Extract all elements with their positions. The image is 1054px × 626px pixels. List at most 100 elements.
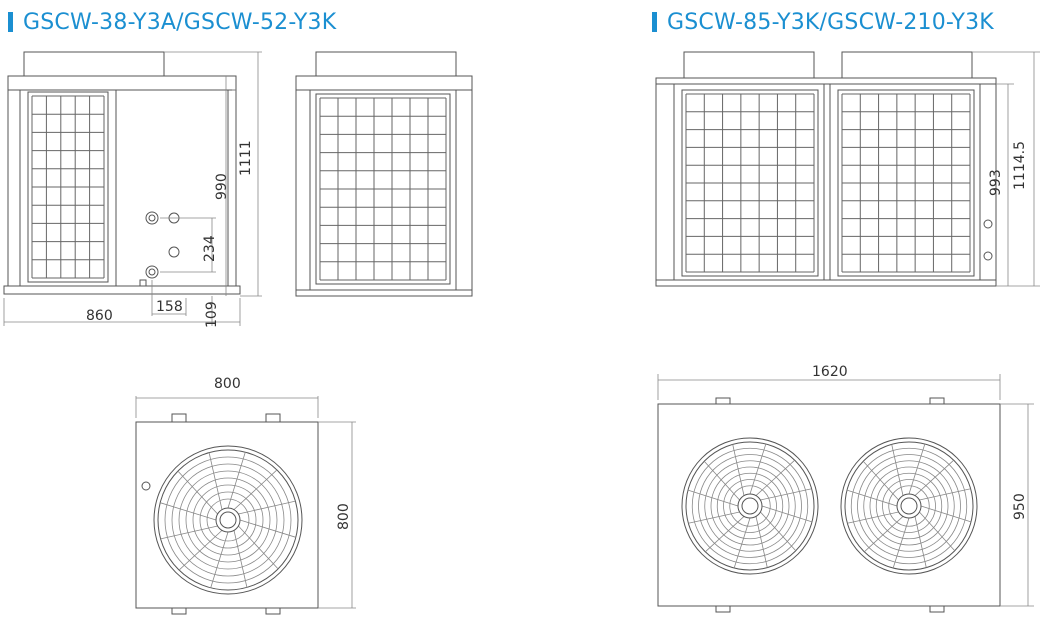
fan-spoke [177,470,218,515]
dim-left-top-depth: 800 [336,503,352,530]
fan-spoke [760,511,797,551]
dim-right-height-total: 1114.5 [1012,141,1028,190]
fan-guard-ring [178,470,278,570]
fan-hub [900,497,918,515]
dim-left-base: 109 [204,301,220,328]
fan-guard-ring [857,454,961,558]
fan-guard-ring [199,491,257,549]
dim-left-height-total: 1111 [238,140,254,176]
right-front-view [655,51,997,287]
left-top-fan-icon [153,445,303,595]
fan-spoke [749,443,767,495]
fan-spoke [233,530,248,588]
fan-ring [681,437,819,575]
dim-left-top-width: 800 [214,376,241,392]
fan-guard-ring [850,447,968,565]
fan-ring [844,441,974,571]
left-front-grille-1 [31,95,105,279]
fan-hub [215,507,241,533]
fan-spoke [227,452,246,509]
fan-spoke [239,519,296,538]
dim-right-top-depth: 950 [1012,493,1028,520]
fan-ring [840,437,978,575]
fan-spoke [761,505,813,523]
right-top-fan-2-icon [840,437,978,575]
fan-spoke [862,461,899,501]
fan-guard-ring [716,472,784,540]
fan-guard-ring [888,485,930,527]
fan-spoke [233,469,278,510]
title-accent-bar [652,12,657,32]
fan-spoke [160,502,217,521]
fan-spoke [160,525,218,540]
fan-guard-ring [171,463,285,577]
fan-ring [157,449,299,591]
right-front-grille-2 [841,93,971,273]
dim-right-top-width: 1620 [812,364,848,380]
fan-spoke [733,517,751,569]
fan-guard-ring [704,460,796,552]
fan-guard-ring [691,447,809,565]
title-accent-bar [8,12,13,32]
left-front-dimensions [3,51,262,326]
dim-right-height-body: 993 [988,169,1004,196]
dim-left-height-body: 990 [214,173,230,200]
fan-ring [153,445,303,595]
fan-guard-ring [698,454,802,558]
dim-left-width: 860 [86,308,113,324]
fan-ring [685,441,815,571]
left-model-title-block: GSCW-38-Y3A/GSCW-52-Y3K [8,8,336,36]
fan-hub [219,511,237,529]
left-side-grille [319,97,447,281]
fan-spoke [755,516,768,568]
fan-hub [741,497,759,515]
fan-spoke [892,517,910,569]
fan-hub [896,493,922,519]
fan-guard-ring [723,479,777,533]
fan-spoke [864,516,904,553]
fan-spoke [238,500,296,515]
right-top-view [657,374,1034,613]
fan-spoke [208,452,223,510]
fan-guard-ring [729,485,771,527]
fan-guard-ring [192,484,264,556]
fan-guard-ring [710,466,790,546]
fan-guard-ring [882,479,936,533]
right-front-dimensions [972,51,1040,287]
right-model-title-block: GSCW-85-Y3K/GSCW-210-Y3K [652,8,994,36]
dim-left-pipe-offset: 158 [156,299,183,315]
left-front-view [3,51,241,295]
fan-guard-ring [875,472,943,540]
fan-spoke [703,461,740,501]
fan-spoke [908,443,926,495]
left-model-title: GSCW-38-Y3A/GSCW-52-Y3K [23,9,337,35]
dim-left-pipe-spacing: 234 [202,235,218,262]
fan-hub [737,493,763,519]
fan-spoke [847,511,899,524]
fan-spoke [755,459,795,496]
fan-guard-ring [869,466,949,546]
fan-spoke [914,516,927,568]
fan-spoke [705,516,745,553]
fan-spoke [210,531,229,588]
fan-spoke [920,505,972,523]
left-top-view [135,396,356,615]
fan-guard-ring [206,498,250,542]
fan-spoke [238,525,279,570]
fan-spoke [732,444,745,496]
fan-spoke [919,511,956,551]
fan-guard-ring [863,460,955,552]
fan-spoke [846,489,898,507]
right-model-title: GSCW-85-Y3K/GSCW-210-Y3K [667,9,994,35]
fan-spoke [919,488,971,501]
fan-spoke [760,488,812,501]
fan-spoke [914,459,954,496]
fan-spoke [178,530,223,571]
fan-spoke [891,444,904,496]
fan-spoke [688,511,740,524]
fan-guard-ring [164,456,292,584]
fan-spoke [687,489,739,507]
right-front-grille-1 [685,93,815,273]
right-top-fan-1-icon [681,437,819,575]
